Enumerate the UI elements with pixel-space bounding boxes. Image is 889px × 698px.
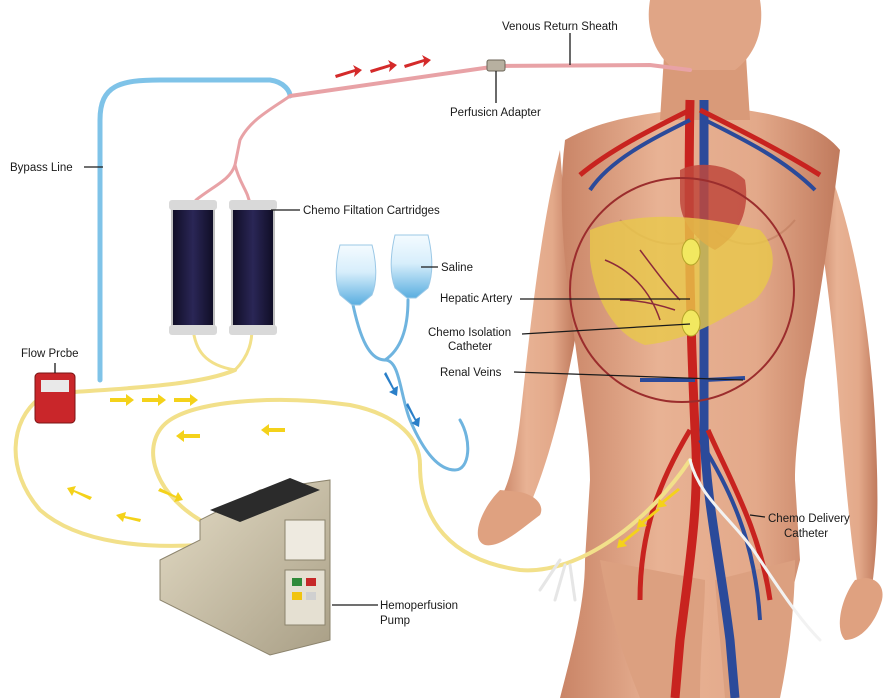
label-bypass-line: Bypass Line [10,161,73,175]
hand-left [478,490,542,545]
flow-probe [35,373,75,423]
label-chemo-filtration-cartridges: Chemo Filtation Cartridges [303,204,440,218]
chemo-filtration-cartridges [169,200,277,335]
balloon-lower [682,310,700,336]
label-hepatic-artery: Hepatic Artery [440,292,512,306]
label-renal-veins: Renal Veins [440,366,501,380]
saline-bags [336,235,432,305]
label-chemo-isolation-catheter-line1: Chemo Isolation [428,326,511,340]
label-hemoperfusion-pump-line2: Pump [380,614,410,628]
balloon-upper [682,239,700,265]
label-chemo-delivery-catheter-line2: Catheter [784,527,828,541]
label-chemo-delivery-catheter-line1: Chemo Delivery [768,512,850,526]
label-hemoperfusion-pump-line1: Hemoperfusion [380,599,458,613]
human-body [478,0,883,698]
label-saline: Saline [441,261,473,275]
hemoperfusion-pump [160,478,330,655]
label-venous-return-sheath: Venous Return Sheath [502,20,618,34]
label-perfusion-adapter: Perfusicn Adapter [450,106,541,120]
label-chemo-isolation-catheter-line2: Catheter [448,340,492,354]
label-flow-probe: Flow Prcbe [21,347,79,361]
hand-right [840,578,883,640]
perfusion-adapter [487,60,505,71]
